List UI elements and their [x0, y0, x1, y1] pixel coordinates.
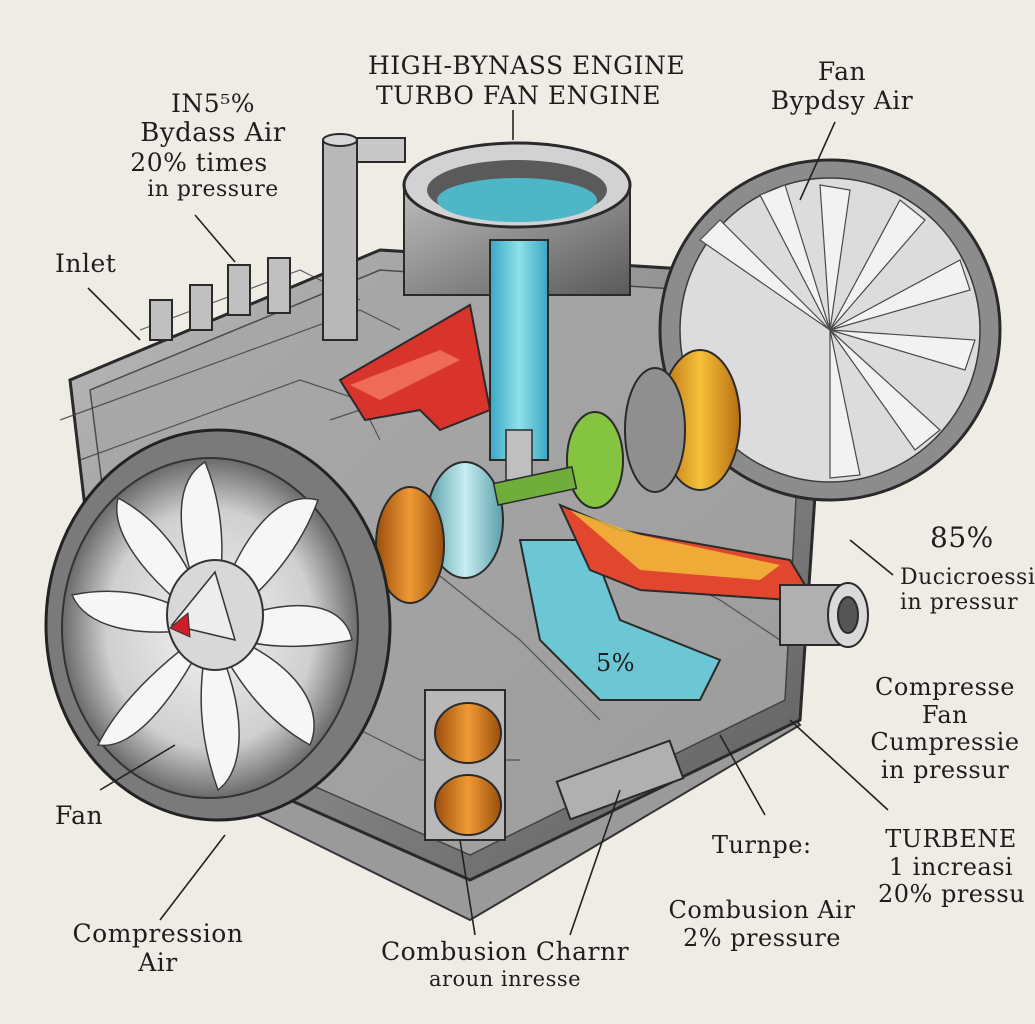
label-inlet: Inlet — [55, 249, 117, 278]
label-compression-air-line-2: Air — [138, 947, 178, 977]
label-top-left-line-2: Bydass Air — [140, 117, 286, 148]
exhaust-nozzle — [779, 582, 869, 648]
label-fan-bypass: Fan Bypdsy Air — [762, 57, 922, 116]
label-combusion-air: Combusion Air 2% pressure — [647, 896, 877, 952]
label-turnpe: Turnpe: — [712, 831, 812, 859]
label-combustion-chamber-line-2: aroun inresse — [428, 966, 582, 991]
label-fan-bypass-line-2: Bypdsy Air — [770, 85, 914, 115]
intake-pipes — [149, 133, 406, 341]
label-turbene: TURBENE 1 increasi 20% pressu — [878, 825, 1026, 909]
lower-ducts — [518, 503, 807, 701]
label-top-left-line-4: in pressure — [147, 177, 279, 203]
leader-lines — [87, 110, 894, 936]
label-compresse-fan-line-2: Fan — [921, 700, 969, 729]
label-ducicroess-line-2: in pressur — [900, 590, 1019, 616]
label-combustion-chamber-line-1: Combusion Charnr — [380, 937, 630, 966]
blue-duct — [489, 239, 549, 481]
label-turbene-line-2: 1 increasi — [888, 852, 1014, 881]
label-top-left: IN5⁵% Bydass Air 20% times in pressure — [130, 89, 288, 203]
label-compresse-fan-line-4: in pressur — [880, 755, 1010, 784]
label-85-percent: 85% — [930, 521, 994, 554]
fan-icon — [44, 428, 392, 822]
label-fan-bypass-line-1: Fan — [817, 57, 867, 86]
label-turbene-line-1: TURBENE — [885, 825, 1017, 853]
label-compresse-fan-line-3: Cumpressie — [870, 728, 1020, 757]
title-line-2: TURBO FAN ENGINE — [376, 81, 661, 110]
label-fan: Fan — [55, 801, 104, 830]
title-line-1: HIGH-BYNASS ENGINE — [368, 51, 686, 80]
label-turbene-line-3: 20% pressu — [878, 880, 1026, 909]
label-combusion-air-line-2: 2% pressure — [682, 923, 841, 952]
red-hot-duct — [338, 303, 492, 432]
label-combusion-air-line-1: Combusion Air — [668, 896, 856, 924]
label-compresse-fan-line-1: Compresse — [875, 673, 1015, 701]
label-compression-air-line-1: Compression — [72, 919, 244, 948]
compressor-stages — [375, 349, 741, 604]
label-compression-air: Compression Air — [58, 919, 258, 978]
label-top-left-line-3: 20% times — [130, 147, 268, 177]
label-compresse-fan: Compresse Fan Cumpressie in pressur — [866, 673, 1024, 784]
rear-fan — [658, 158, 1002, 502]
label-top-left-line-1: IN5⁵% — [171, 89, 255, 118]
combustion-chambers — [424, 689, 685, 841]
label-5-percent: 5% — [596, 649, 636, 677]
label-ducicroess-line-1: Ducicroessi — [900, 565, 1035, 590]
rear-fan-blades — [699, 184, 976, 479]
label-ducicroess: Ducicroessi in pressur — [900, 565, 1035, 616]
label-combustion-chamber: Combusion Charnr aroun inresse — [355, 937, 655, 991]
